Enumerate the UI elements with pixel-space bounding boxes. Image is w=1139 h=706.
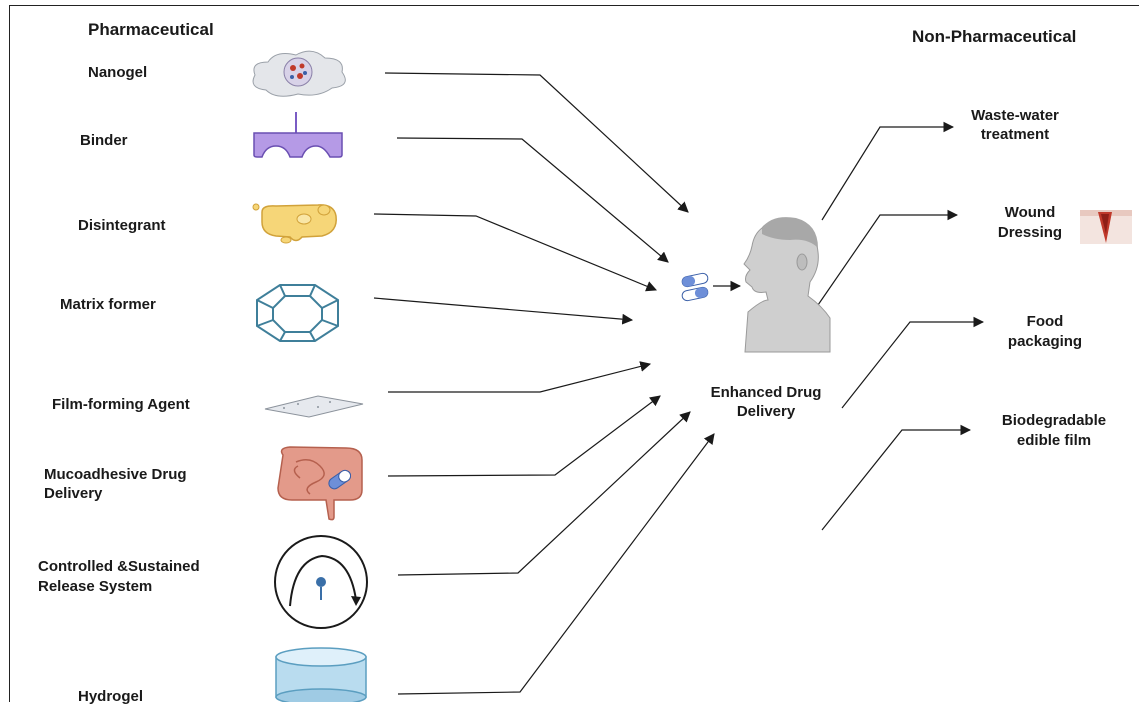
binder-icon — [253, 112, 343, 158]
label-hydrogel: Hydrogel — [78, 688, 144, 705]
label-binder: Binder — [80, 132, 128, 149]
arrow-biodegradable — [821, 424, 972, 531]
intestine-icon — [277, 446, 363, 521]
non-pharmaceutical-arrows — [817, 121, 985, 531]
matrix-former-icon — [256, 284, 339, 342]
label-controlled-line2: Release System — [38, 578, 153, 595]
label-nanogel: Nanogel — [88, 64, 148, 81]
label-biodegradable-line2: edible film — [1016, 432, 1092, 449]
arrow-mucoadhesive — [387, 395, 661, 477]
pharmaceutical-arrows — [373, 72, 715, 695]
label-wastewater-line1: Waste-water — [971, 107, 1059, 124]
arrow-wastewater — [821, 121, 955, 221]
label-food-line2: packaging — [1007, 333, 1083, 350]
hydrogel-cylinder-icon — [275, 647, 367, 702]
label-biodegradable-line1: Biodegradable — [1001, 412, 1107, 429]
nanogel-icon — [252, 50, 346, 97]
arrow-film — [388, 361, 652, 393]
disintegrant-icon — [252, 203, 337, 244]
pharmaceutical-heading: Pharmaceutical — [88, 20, 214, 39]
pills-icon — [681, 272, 742, 302]
arrow-food — [841, 316, 985, 409]
label-film-forming-agent: Film-forming Agent — [52, 396, 190, 413]
release-curve-icon — [274, 535, 368, 629]
label-disintegrant: Disintegrant — [78, 217, 166, 234]
frame-top-border — [9, 5, 1139, 6]
film-sheet-icon — [264, 395, 364, 418]
human-head-icon — [743, 217, 831, 353]
center-label-line1: Enhanced Drug — [710, 384, 822, 401]
label-mucoadhesive-line2: Delivery — [44, 485, 103, 502]
arrow-disintegrant — [373, 213, 657, 292]
arrow-controlled — [397, 411, 691, 576]
center-label-line2: Delivery — [736, 403, 796, 420]
label-food-line1: Food — [1026, 313, 1064, 330]
label-wastewater-line2: treatment — [980, 126, 1050, 143]
label-controlled-line1: Controlled &Sustained — [38, 558, 200, 575]
arrow-nanogel — [384, 72, 689, 213]
label-mucoadhesive-line1: Mucoadhesive Drug — [44, 466, 187, 483]
wound-icon — [1080, 210, 1132, 244]
non-pharmaceutical-heading: Non-Pharmaceutical — [912, 27, 1077, 46]
frame-left-border — [9, 5, 10, 702]
arrow-matrix — [373, 297, 634, 325]
label-wound-line2: Dressing — [997, 224, 1063, 241]
arrow-hydrogel — [397, 433, 715, 695]
arrow-wound — [817, 209, 959, 306]
label-matrix-former: Matrix former — [60, 296, 156, 313]
arrow-binder — [396, 137, 669, 263]
label-wound-line1: Wound — [1004, 204, 1056, 221]
